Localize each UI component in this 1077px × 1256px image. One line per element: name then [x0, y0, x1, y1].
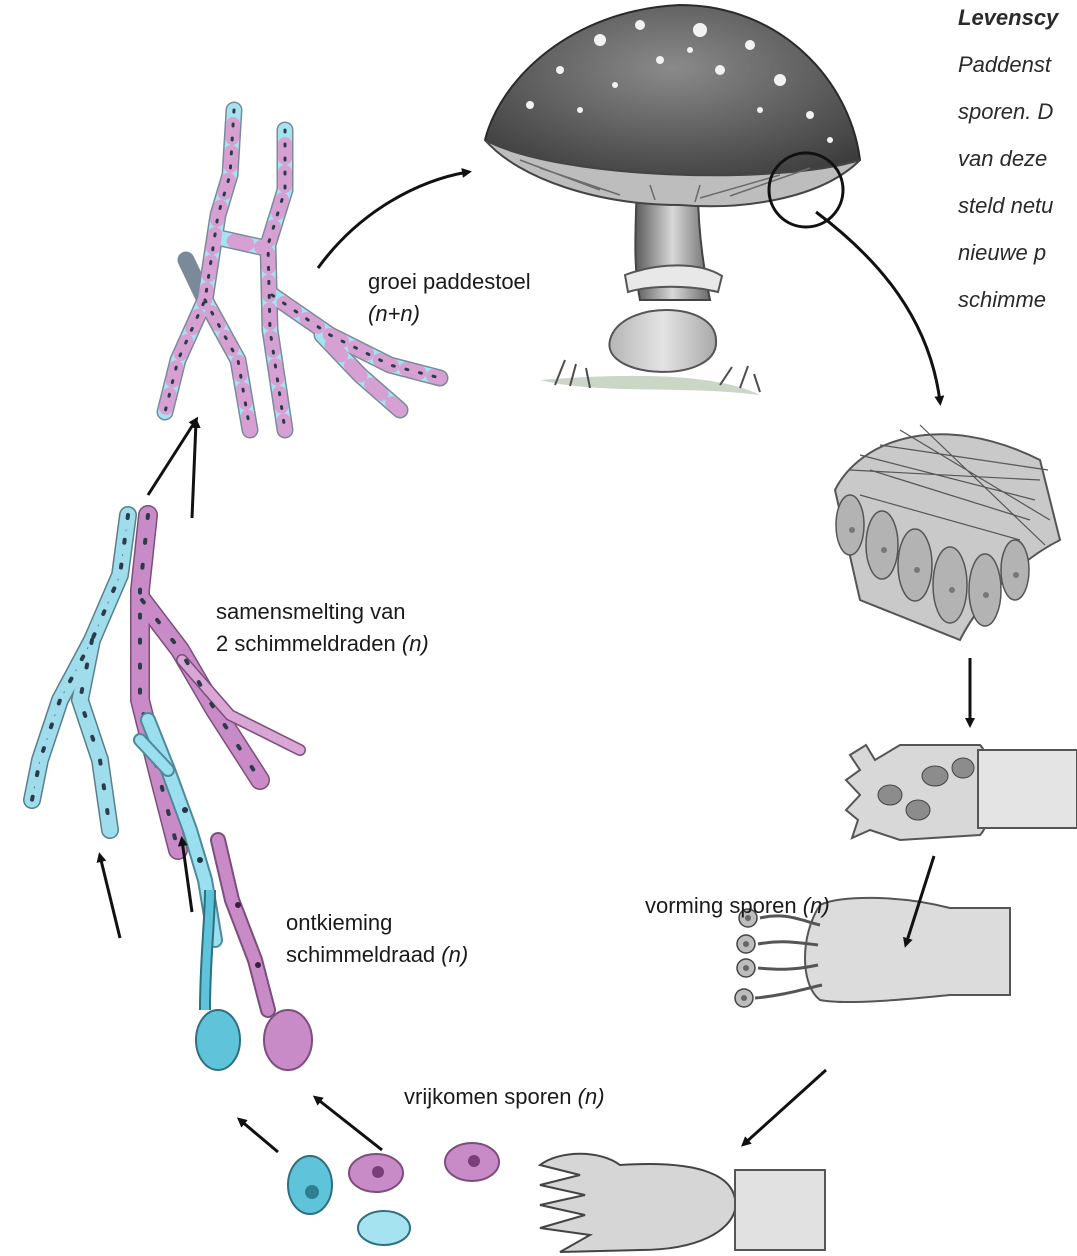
side-line: Paddenst [958, 41, 1058, 88]
side-line: schimme [958, 276, 1058, 323]
side-line: nieuwe p [958, 229, 1058, 276]
label-groei-paddestoel: groei paddestoel (n+n) [368, 266, 531, 330]
label-vrijkomen-text: vrijkomen sporen [404, 1084, 572, 1109]
label-ontkieming-line2: schimmeldraad [286, 942, 435, 967]
side-line: sporen. D [958, 88, 1058, 135]
label-vorming-text: vorming sporen [645, 893, 797, 918]
label-samen-line2: 2 schimmeldraden [216, 631, 396, 656]
label-vrijkomen-suffix: (n) [578, 1084, 605, 1109]
label-groei-line2: (n+n) [368, 298, 531, 330]
label-vorming-suffix: (n) [803, 893, 830, 918]
side-line: steld netu [958, 182, 1058, 229]
label-ontkieming-line1: ontkieming [286, 907, 468, 939]
side-heading: Levenscy [958, 0, 1058, 41]
label-samen-line1: samensmelting van [216, 596, 429, 628]
hyphae-fusing [32, 515, 300, 850]
label-samen-suffix: (n) [402, 631, 429, 656]
gill-section [835, 425, 1060, 640]
germinating-spores [140, 720, 312, 1070]
label-groei-line1: groei paddestoel [368, 266, 531, 298]
basidium-nuclei [846, 745, 1077, 840]
side-text-column: Levenscy Paddenst sporen. D van deze ste… [958, 0, 1058, 323]
label-ontkieming-suffix: (n) [441, 942, 468, 967]
label-samensmelting: samensmelting van 2 schimmeldraden (n) [216, 596, 429, 660]
side-line: van deze [958, 135, 1058, 182]
mushroom [485, 5, 860, 395]
basidium-released [540, 1154, 825, 1252]
label-ontkieming: ontkieming schimmeldraad (n) [286, 907, 468, 971]
cycle-arrows [100, 172, 970, 1152]
label-vorming-sporen: vorming sporen (n) [645, 890, 830, 922]
free-spores [288, 1143, 499, 1245]
label-vrijkomen-sporen: vrijkomen sporen (n) [404, 1081, 605, 1113]
